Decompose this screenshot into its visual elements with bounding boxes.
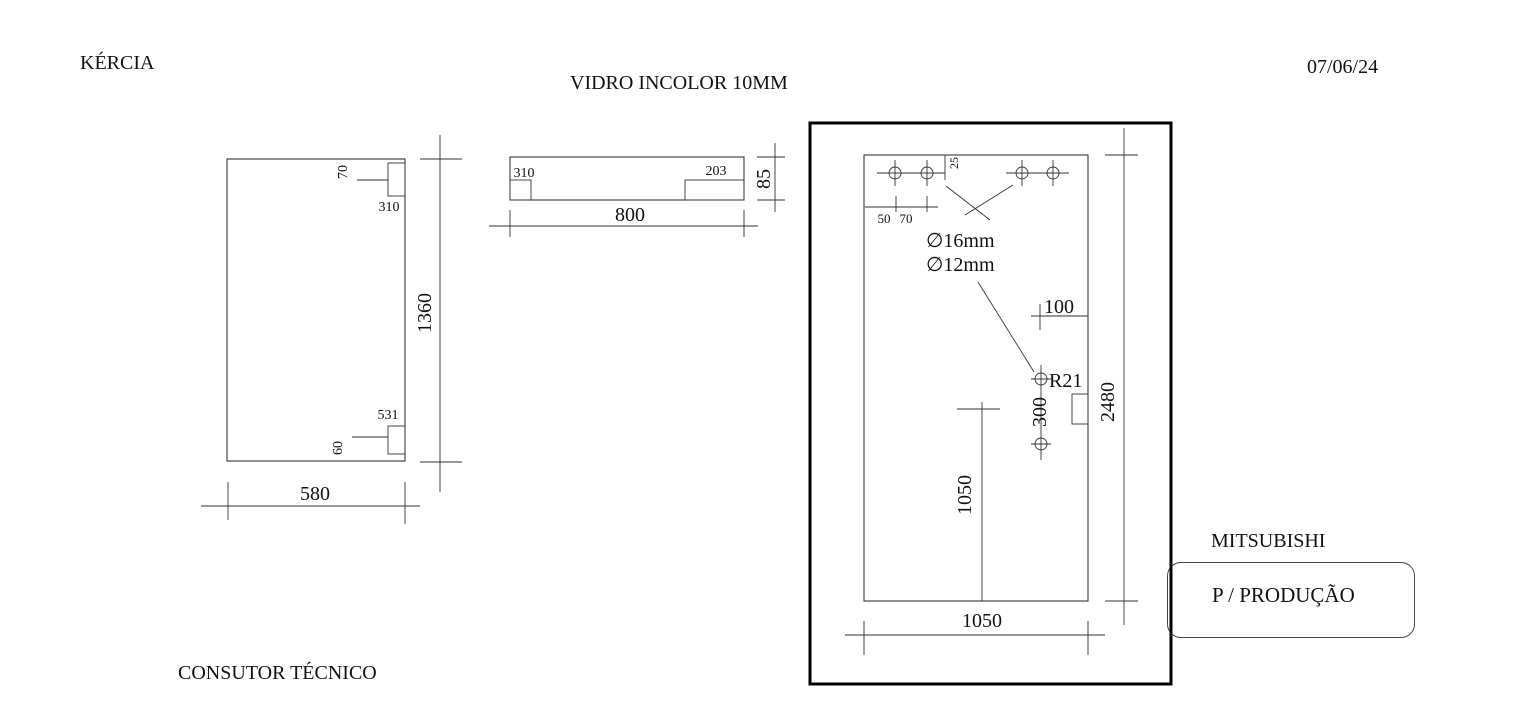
hole-spacing-a-label: 50: [878, 211, 891, 226]
handle-hole-upper: [1031, 372, 1051, 386]
right-panel-edge-notch: [1071, 393, 1089, 425]
left-top-notch-position-label: 310: [379, 200, 400, 215]
top-panel-outline: [509, 156, 745, 201]
top-hole-4: [1046, 160, 1060, 186]
top-panel-right-notch: [684, 179, 745, 201]
hole-spacing-b-label: 70: [900, 211, 913, 226]
right-glass-panel: 25 50 70 ∅16mm ∅12mm 100 R21 300: [808, 121, 1173, 686]
top-hole-3: [1015, 160, 1029, 186]
top-panel-height-label: 85: [753, 169, 775, 189]
drawing-date: 07/06/24: [1307, 56, 1379, 78]
production-label: P / PRODUÇÃO: [1212, 583, 1355, 607]
left-bottom-notch: [387, 425, 406, 455]
left-panel-height-label: 1360: [414, 293, 436, 333]
edge-offset-label: 100: [1044, 296, 1074, 318]
production-stamp-box: [1167, 562, 1415, 638]
top-panel-left-notch: [509, 179, 532, 201]
left-top-notch-height-label: 70: [336, 165, 351, 179]
right-panel-outline: [863, 154, 1089, 602]
brand-label: MITSUBISHI: [1211, 530, 1326, 552]
left-panel-outline: [226, 158, 406, 462]
hole-offset-label: 25: [947, 157, 961, 169]
left-panel-width-label: 580: [300, 483, 330, 505]
radius-label: R21: [1049, 370, 1082, 392]
handle-hole-lower: [1031, 437, 1051, 451]
top-panel-right-notch-label: 203: [706, 164, 727, 179]
top-glass-panel: 310 203 800 85: [489, 143, 785, 237]
top-hole-1: [888, 160, 902, 186]
left-glass-panel: 70 310 531 60 580 1360: [201, 135, 462, 524]
left-bottom-notch-position-label: 531: [378, 408, 399, 423]
left-bottom-notch-height-label: 60: [331, 441, 346, 455]
consultant-label: CONSUTOR TÉCNICO: [178, 662, 377, 684]
client-name: KÉRCIA: [80, 52, 155, 74]
hole-diameter-12-label: ∅12mm: [926, 254, 995, 276]
top-panel-left-notch-label: 310: [514, 166, 535, 181]
highlight-frame: [808, 121, 1173, 686]
right-panel-width-label: 1050: [962, 610, 1002, 632]
hole-diameter-16-label: ∅16mm: [926, 230, 995, 252]
right-panel-height-label: 2480: [1097, 382, 1119, 422]
left-top-notch: [387, 162, 406, 197]
material-title: VIDRO INCOLOR 10MM: [570, 72, 788, 94]
handle-spacing-label: 300: [1029, 397, 1051, 427]
handle-height-label: 1050: [954, 475, 976, 515]
top-hole-2: [920, 160, 934, 186]
top-panel-width-label: 800: [615, 204, 645, 226]
